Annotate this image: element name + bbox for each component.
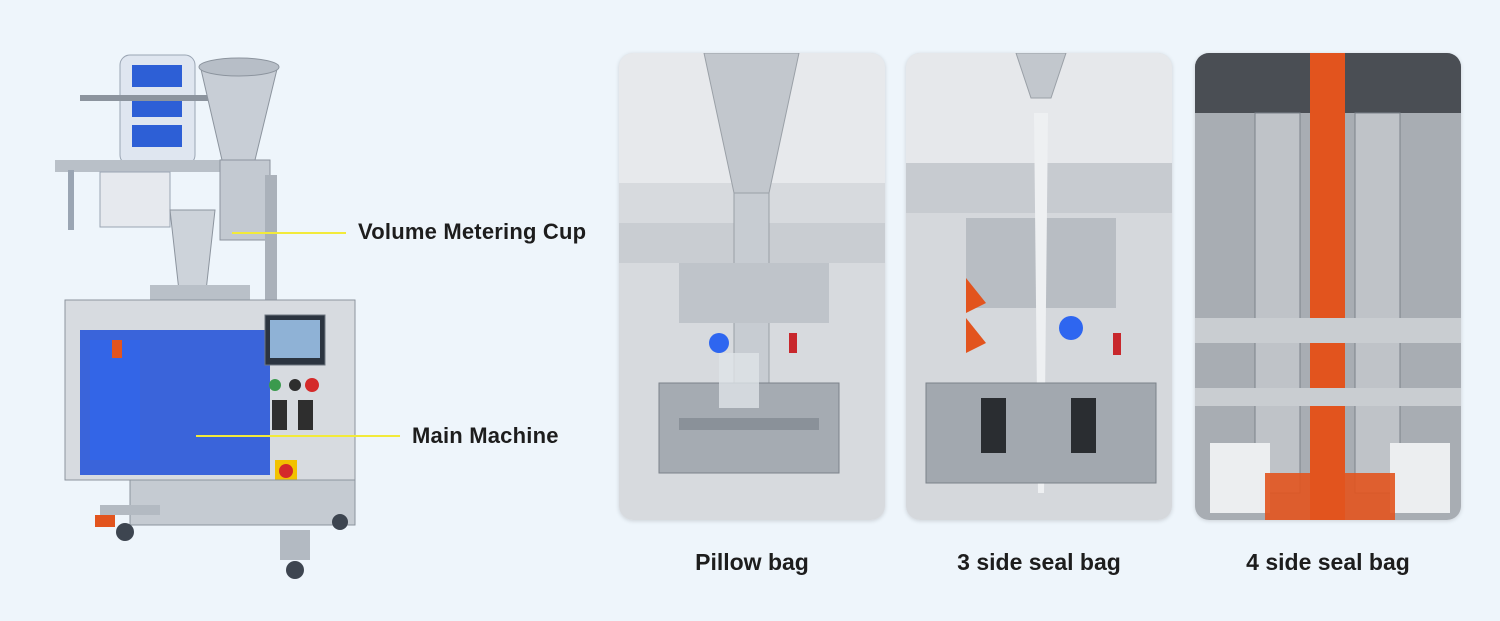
- main-machine-label: Main Machine: [412, 423, 559, 448]
- pillow-bag-photo: [619, 53, 885, 520]
- four-side-seal-bag-caption: 4 side seal bag: [1246, 549, 1410, 575]
- three-side-seal-bag-photo: [906, 53, 1172, 520]
- packing-machine-drawing: [55, 54, 356, 579]
- volume-metering-cup-label: Volume Metering Cup: [358, 219, 587, 244]
- volume-metering-cup-leader-line: [232, 232, 346, 234]
- packing-machine-image: [50, 40, 370, 585]
- four-side-seal-bag-photo: [1195, 53, 1461, 520]
- pillow-bag-caption: Pillow bag: [695, 549, 809, 575]
- three-side-seal-bag-caption: 3 side seal bag: [957, 549, 1121, 575]
- main-machine-leader-line: [196, 435, 400, 437]
